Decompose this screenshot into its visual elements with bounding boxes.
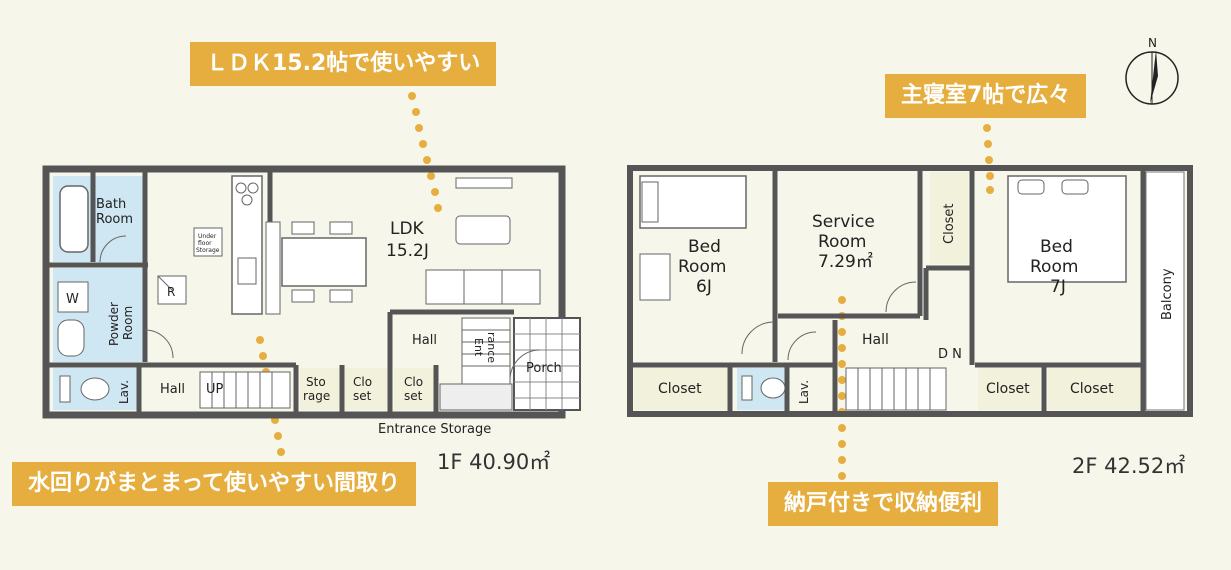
- f1-w-label: W: [66, 292, 79, 307]
- f2-closet-vertical-label: Closet: [942, 203, 957, 244]
- f2-lav-label: Lav.: [797, 380, 811, 404]
- f1-hall-label: Hall: [412, 333, 437, 348]
- floor1-plan: [42, 165, 581, 419]
- f2-balcony-label: Balcony: [1160, 268, 1175, 320]
- f1-lav-label: Lav.: [117, 380, 131, 404]
- f2-service-label-2: Room: [818, 232, 866, 252]
- leader-dots: [256, 92, 994, 480]
- f2-bed7-label-2: Room: [1030, 257, 1078, 277]
- callout-storage: 納戸付きで収納便利: [768, 482, 999, 526]
- f1-refrigerator-label: R: [167, 285, 175, 299]
- f2-service-label: Service: [812, 212, 875, 232]
- callout-ldk: ＬＤＫ15.2帖で使いやすい: [190, 42, 497, 86]
- f1-underfloor-label: Under: [198, 233, 217, 240]
- f1-underfloor-label-3: Storage: [196, 247, 220, 254]
- f1-bath-label-2: Room: [96, 212, 133, 227]
- f1-storage-label-2: rage: [303, 389, 330, 403]
- compass-north-label: N: [1148, 36, 1157, 50]
- floor2-plan: [627, 165, 1193, 417]
- f2-closet-2-label: Closet: [986, 381, 1030, 397]
- f2-bed6-size: 6J: [696, 277, 712, 297]
- f1-closet-b-label-2: set: [404, 389, 423, 403]
- f1-powder-label: Powder: [107, 302, 121, 346]
- f1-ldk-size: 15.2J: [386, 241, 429, 261]
- f1-entrance-storage-label: Entrance Storage: [378, 422, 491, 437]
- f1-closet-a-label: Clo: [353, 375, 372, 389]
- compass-icon: [1125, 50, 1179, 105]
- f1-closet-b-label: Clo: [404, 375, 423, 389]
- floor1-area: 1F 40.90㎡: [437, 450, 551, 474]
- f1-entrance-label: Ent: [472, 338, 485, 357]
- f2-closet-1-label: Closet: [658, 381, 702, 397]
- f1-porch-label: Porch: [526, 361, 562, 376]
- f1-entrance-label-2: rance: [485, 332, 498, 363]
- f2-hall-label: Hall: [862, 332, 889, 348]
- f2-closet-3-label: Closet: [1070, 381, 1114, 397]
- f1-hall-up-label: Hall: [160, 382, 185, 397]
- f1-storage-label: Sto: [306, 375, 326, 389]
- f1-closet-a-label-2: set: [353, 389, 372, 403]
- f1-powder-label-2: Room: [121, 306, 135, 340]
- callout-water-area: 水回りがまとまって使いやすい間取り: [12, 462, 417, 506]
- f1-ldk-label: LDK: [390, 219, 425, 239]
- callout-master-bedroom: 主寝室7帖で広々: [885, 74, 1087, 118]
- f2-bed6-label-2: Room: [678, 257, 726, 277]
- f2-bed7-size: 7J: [1050, 277, 1066, 297]
- f2-bed7-label: Bed: [1040, 237, 1073, 257]
- f1-up-label: UP: [206, 382, 224, 397]
- f1-bath-label: Bath: [96, 197, 126, 212]
- floor2-area: 2F 42.52㎡: [1072, 454, 1186, 478]
- f1-underfloor-label-2: floor: [198, 240, 212, 247]
- f2-bed6-label: Bed: [688, 237, 721, 257]
- f2-service-size: 7.29㎡: [818, 252, 873, 272]
- f2-dn-label: D N: [938, 347, 962, 362]
